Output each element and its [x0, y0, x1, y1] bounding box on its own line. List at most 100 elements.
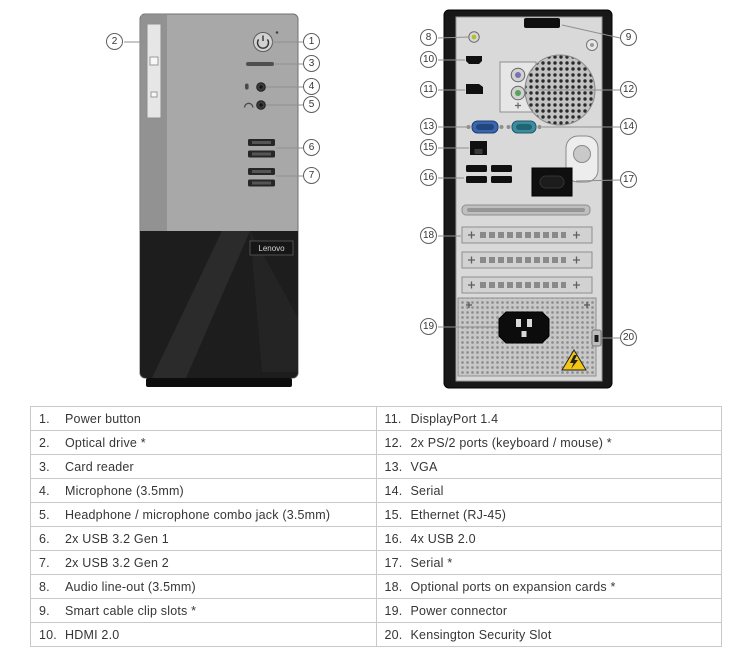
item-label: Optional ports on expansion cards * [410, 579, 616, 594]
tower-illustration: Lenovo [124, 9, 621, 389]
usb20-ports [466, 165, 512, 183]
item-number: 4. [39, 483, 50, 498]
item-number: 5. [39, 507, 50, 522]
callout-2: 2 [106, 33, 123, 50]
headphone-jack [243, 100, 266, 110]
spec-cell: 5. Headphone / microphone combo jack (3.5… [30, 502, 377, 527]
usb32-gen2-ports [248, 168, 275, 187]
spec-cell: 6.2x USB 3.2 Gen 1 [30, 526, 377, 551]
callout-5: 5 [303, 96, 320, 113]
item-number: 19. [384, 603, 403, 618]
spec-cell: 1.Power button [30, 406, 377, 431]
table-row: 7. 2x USB 3.2 Gen 2 17. Serial * [30, 550, 722, 575]
callout-16: 16 [420, 169, 437, 186]
front-view: Lenovo [139, 13, 299, 387]
spec-cell: 9. Smart cable clip slots * [30, 598, 377, 623]
item-label: Optical drive * [65, 435, 146, 450]
item-label: Serial * [410, 555, 453, 570]
callout-20: 20 [620, 329, 637, 346]
item-number: 10. [39, 627, 57, 642]
spec-cell: 18. Optional ports on expansion cards * [375, 574, 722, 599]
item-label: Headphone / microphone combo jack (3.5mm… [65, 507, 331, 522]
smart-cable-clip-slot [524, 18, 598, 51]
item-number: 12. [384, 435, 403, 450]
item-number: 14. [384, 483, 403, 498]
spec-cell: 13. VGA [375, 454, 722, 479]
callout-14: 14 [620, 118, 637, 135]
rear-view [443, 9, 613, 389]
diagram-area: Lenovo [106, 9, 637, 389]
item-label: VGA [410, 459, 438, 474]
vga-port [466, 120, 504, 134]
card-reader-slot [246, 62, 274, 66]
vent-slot [461, 204, 591, 216]
displayport [466, 84, 483, 94]
callout-7: 7 [303, 167, 320, 184]
callout-17: 17 [620, 171, 637, 188]
callout-3: 3 [303, 55, 320, 72]
callout-1: 1 [303, 33, 320, 50]
expansion-slots [461, 226, 593, 294]
item-number: 6. [39, 531, 50, 546]
item-number: 16. [384, 531, 403, 546]
optical-drive [146, 23, 162, 119]
callout-12: 12 [620, 81, 637, 98]
cable-clip-bracket [565, 135, 599, 183]
item-label: Audio line-out (3.5mm) [65, 579, 196, 594]
item-number: 17. [384, 555, 403, 570]
warning-label [561, 349, 587, 371]
callout-13: 13 [420, 118, 437, 135]
item-number: 13. [384, 459, 403, 474]
callout-15: 15 [420, 139, 437, 156]
item-number: 1. [39, 411, 50, 426]
spec-cell: 7. 2x USB 3.2 Gen 2 [30, 550, 377, 575]
callout-leader-lines [124, 24, 621, 339]
serial-cover-plate [531, 167, 573, 197]
table-row: 10.HDMI 2.0 20.Kensington Security Slot [30, 622, 722, 647]
table-row: 9.Smart cable clip slots * 19.Power conn… [30, 598, 722, 623]
lenovo-logo: Lenovo [249, 240, 294, 256]
item-label: 2x PS/2 ports (keyboard / mouse) * [410, 435, 612, 450]
callout-11: 11 [420, 81, 437, 98]
power-supply-area [457, 297, 597, 377]
table-row: 5. Headphone / microphone combo jack (3.5… [30, 502, 722, 527]
callout-4: 4 [303, 78, 320, 95]
table-row: 4. Microphone (3.5mm) 14.Serial [30, 478, 722, 503]
table-row: 2.Optical drive * 12. 2x PS/2 ports (keyb… [30, 430, 722, 455]
spec-cell: 15.Ethernet (RJ-45) [375, 502, 722, 527]
item-label: HDMI 2.0 [65, 627, 120, 642]
table-row: 3. Card reader 13. VGA [30, 454, 722, 479]
item-label: Card reader [65, 459, 134, 474]
item-label: 2x USB 3.2 Gen 2 [65, 555, 169, 570]
callout-18: 18 [420, 227, 437, 244]
table-row: 8. Audio line-out (3.5mm) 18. Optional por… [30, 574, 722, 599]
item-number: 9. [39, 603, 50, 618]
callout-8: 8 [420, 29, 437, 46]
item-number: 18. [384, 579, 403, 594]
microphone-jack [245, 82, 266, 92]
item-number: 8. [39, 579, 50, 594]
lenovo-logo-text: Lenovo [258, 244, 285, 253]
item-number: 7. [39, 555, 50, 570]
callout-19: 19 [420, 318, 437, 335]
callout-6: 6 [303, 139, 320, 156]
usb32-gen1-ports [248, 139, 275, 158]
item-label: Ethernet (RJ-45) [410, 507, 507, 522]
spec-cell: 12. 2x PS/2 ports (keyboard / mouse) * [375, 430, 722, 455]
item-label: 4x USB 2.0 [410, 531, 476, 546]
kensington-slot [591, 329, 602, 347]
ethernet-port [470, 141, 487, 155]
spec-cell: 2.Optical drive * [30, 430, 377, 455]
spec-cell: 8. Audio line-out (3.5mm) [30, 574, 377, 599]
spec-cell: 3. Card reader [30, 454, 377, 479]
spec-cell: 16. 4x USB 2.0 [375, 526, 722, 551]
item-label: Smart cable clip slots * [65, 603, 197, 618]
spec-cell: 14.Serial [375, 478, 722, 503]
item-label: Microphone (3.5mm) [65, 483, 184, 498]
spec-cell: 10. HDMI 2.0 [30, 622, 377, 647]
table-row: 1.Power button 11.DisplayPort 1.4 [30, 406, 722, 431]
item-number: 3. [39, 459, 50, 474]
power-button [253, 31, 279, 52]
item-number: 20. [384, 627, 403, 642]
